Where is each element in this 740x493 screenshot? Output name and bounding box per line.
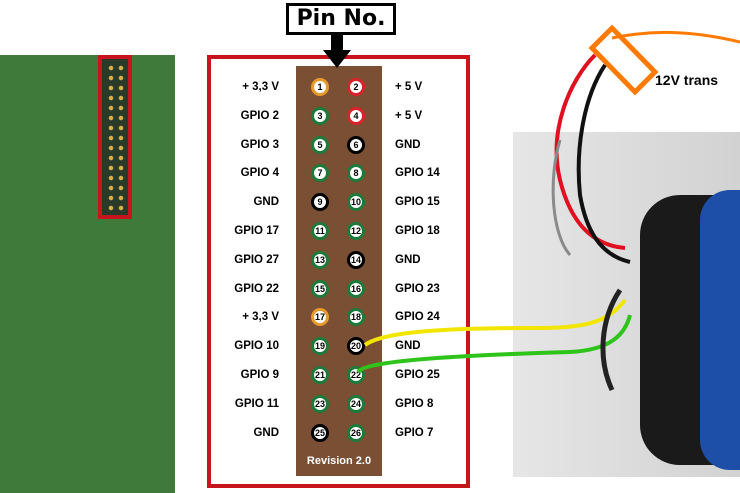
pin-label: GND: [395, 139, 421, 151]
transformer-label: 12V trans: [655, 72, 719, 88]
pin-label: GPIO 10: [234, 340, 279, 352]
pin-label: + 5 V: [395, 81, 423, 93]
transformer-icon: [588, 24, 659, 96]
pin-label: + 3,3 V: [242, 81, 279, 93]
pin-label: GPIO 3: [240, 139, 279, 151]
pin-label: GND: [253, 427, 279, 439]
pin-label: GPIO 23: [395, 283, 440, 295]
pin-label: + 5 V: [395, 110, 423, 122]
pin-label: GPIO 14: [395, 167, 440, 179]
yellow-signal-wire: [363, 298, 627, 347]
pin-label: GPIO 7: [395, 427, 434, 439]
pin-circle: 13: [311, 251, 329, 269]
pin-label: GND: [395, 254, 421, 266]
pin-circle: 21: [311, 366, 329, 384]
pin-label: + 3,3 V: [242, 311, 279, 323]
pin-label: GPIO 2: [240, 110, 279, 122]
power-red-wire: [554, 53, 626, 250]
pin-circle: 22: [347, 366, 365, 384]
pin-circle: 8: [347, 164, 365, 182]
raspberry-pi-board-photo: [0, 55, 175, 493]
pin-label: GPIO 4: [240, 167, 279, 179]
pin-circle: 17: [311, 308, 329, 326]
pin-label: GPIO 18: [395, 225, 440, 237]
pin-number-title: Pin No.: [286, 3, 396, 35]
pin-circle: 16: [347, 280, 365, 298]
pin-circle: 25: [311, 424, 329, 442]
pin-label: GND: [253, 196, 279, 208]
pin-label: GPIO 24: [395, 311, 440, 323]
transformer-orange-wire: [611, 30, 740, 44]
pin-header-strip: [296, 66, 382, 476]
pin-label: GPIO 9: [240, 369, 279, 381]
pin-circle: 5: [311, 136, 329, 154]
pin-label: GPIO 17: [234, 225, 279, 237]
pin-circle: 23: [311, 395, 329, 413]
power-black-wire: [576, 63, 631, 264]
pin-circle: 1: [311, 78, 329, 96]
pin-circle: 15: [311, 280, 329, 298]
pin-circle: 18: [347, 308, 365, 326]
pin-circle: 24: [347, 395, 365, 413]
down-arrow-icon: [331, 35, 343, 51]
pin-circle: 14: [347, 251, 365, 269]
pin-label: GPIO 27: [234, 254, 279, 266]
pin-label: GPIO 22: [234, 283, 279, 295]
gpio-header-pins: [106, 63, 124, 211]
pin-circle: 4: [347, 107, 365, 125]
green-signal-wire: [356, 314, 632, 374]
pin-label: GPIO 15: [395, 196, 440, 208]
pin-circle: 2: [347, 78, 365, 96]
pin-circle: 9: [311, 193, 329, 211]
pin-circle: 12: [347, 222, 365, 240]
button-cap: [700, 190, 740, 470]
revision-label: Revision 2.0: [306, 455, 372, 467]
pin-circle: 7: [311, 164, 329, 182]
pin-label: GND: [395, 340, 421, 352]
pin-circle: 3: [311, 107, 329, 125]
gpio-header-highlight: [98, 55, 132, 219]
pin-label: GPIO 11: [234, 398, 279, 410]
pin-label: GPIO 8: [395, 398, 434, 410]
pin-label: GPIO 25: [395, 369, 440, 381]
down-arrow-head-icon: [323, 50, 351, 68]
pin-circle: 6: [347, 136, 365, 154]
button-black-lead: [600, 288, 623, 392]
pin-circle: 10: [347, 193, 365, 211]
pin-circle: 20: [347, 337, 365, 355]
pin-circle: 11: [311, 222, 329, 240]
power-gray-wire: [551, 139, 572, 257]
pin-circle: 26: [347, 424, 365, 442]
pin-circle: 19: [311, 337, 329, 355]
